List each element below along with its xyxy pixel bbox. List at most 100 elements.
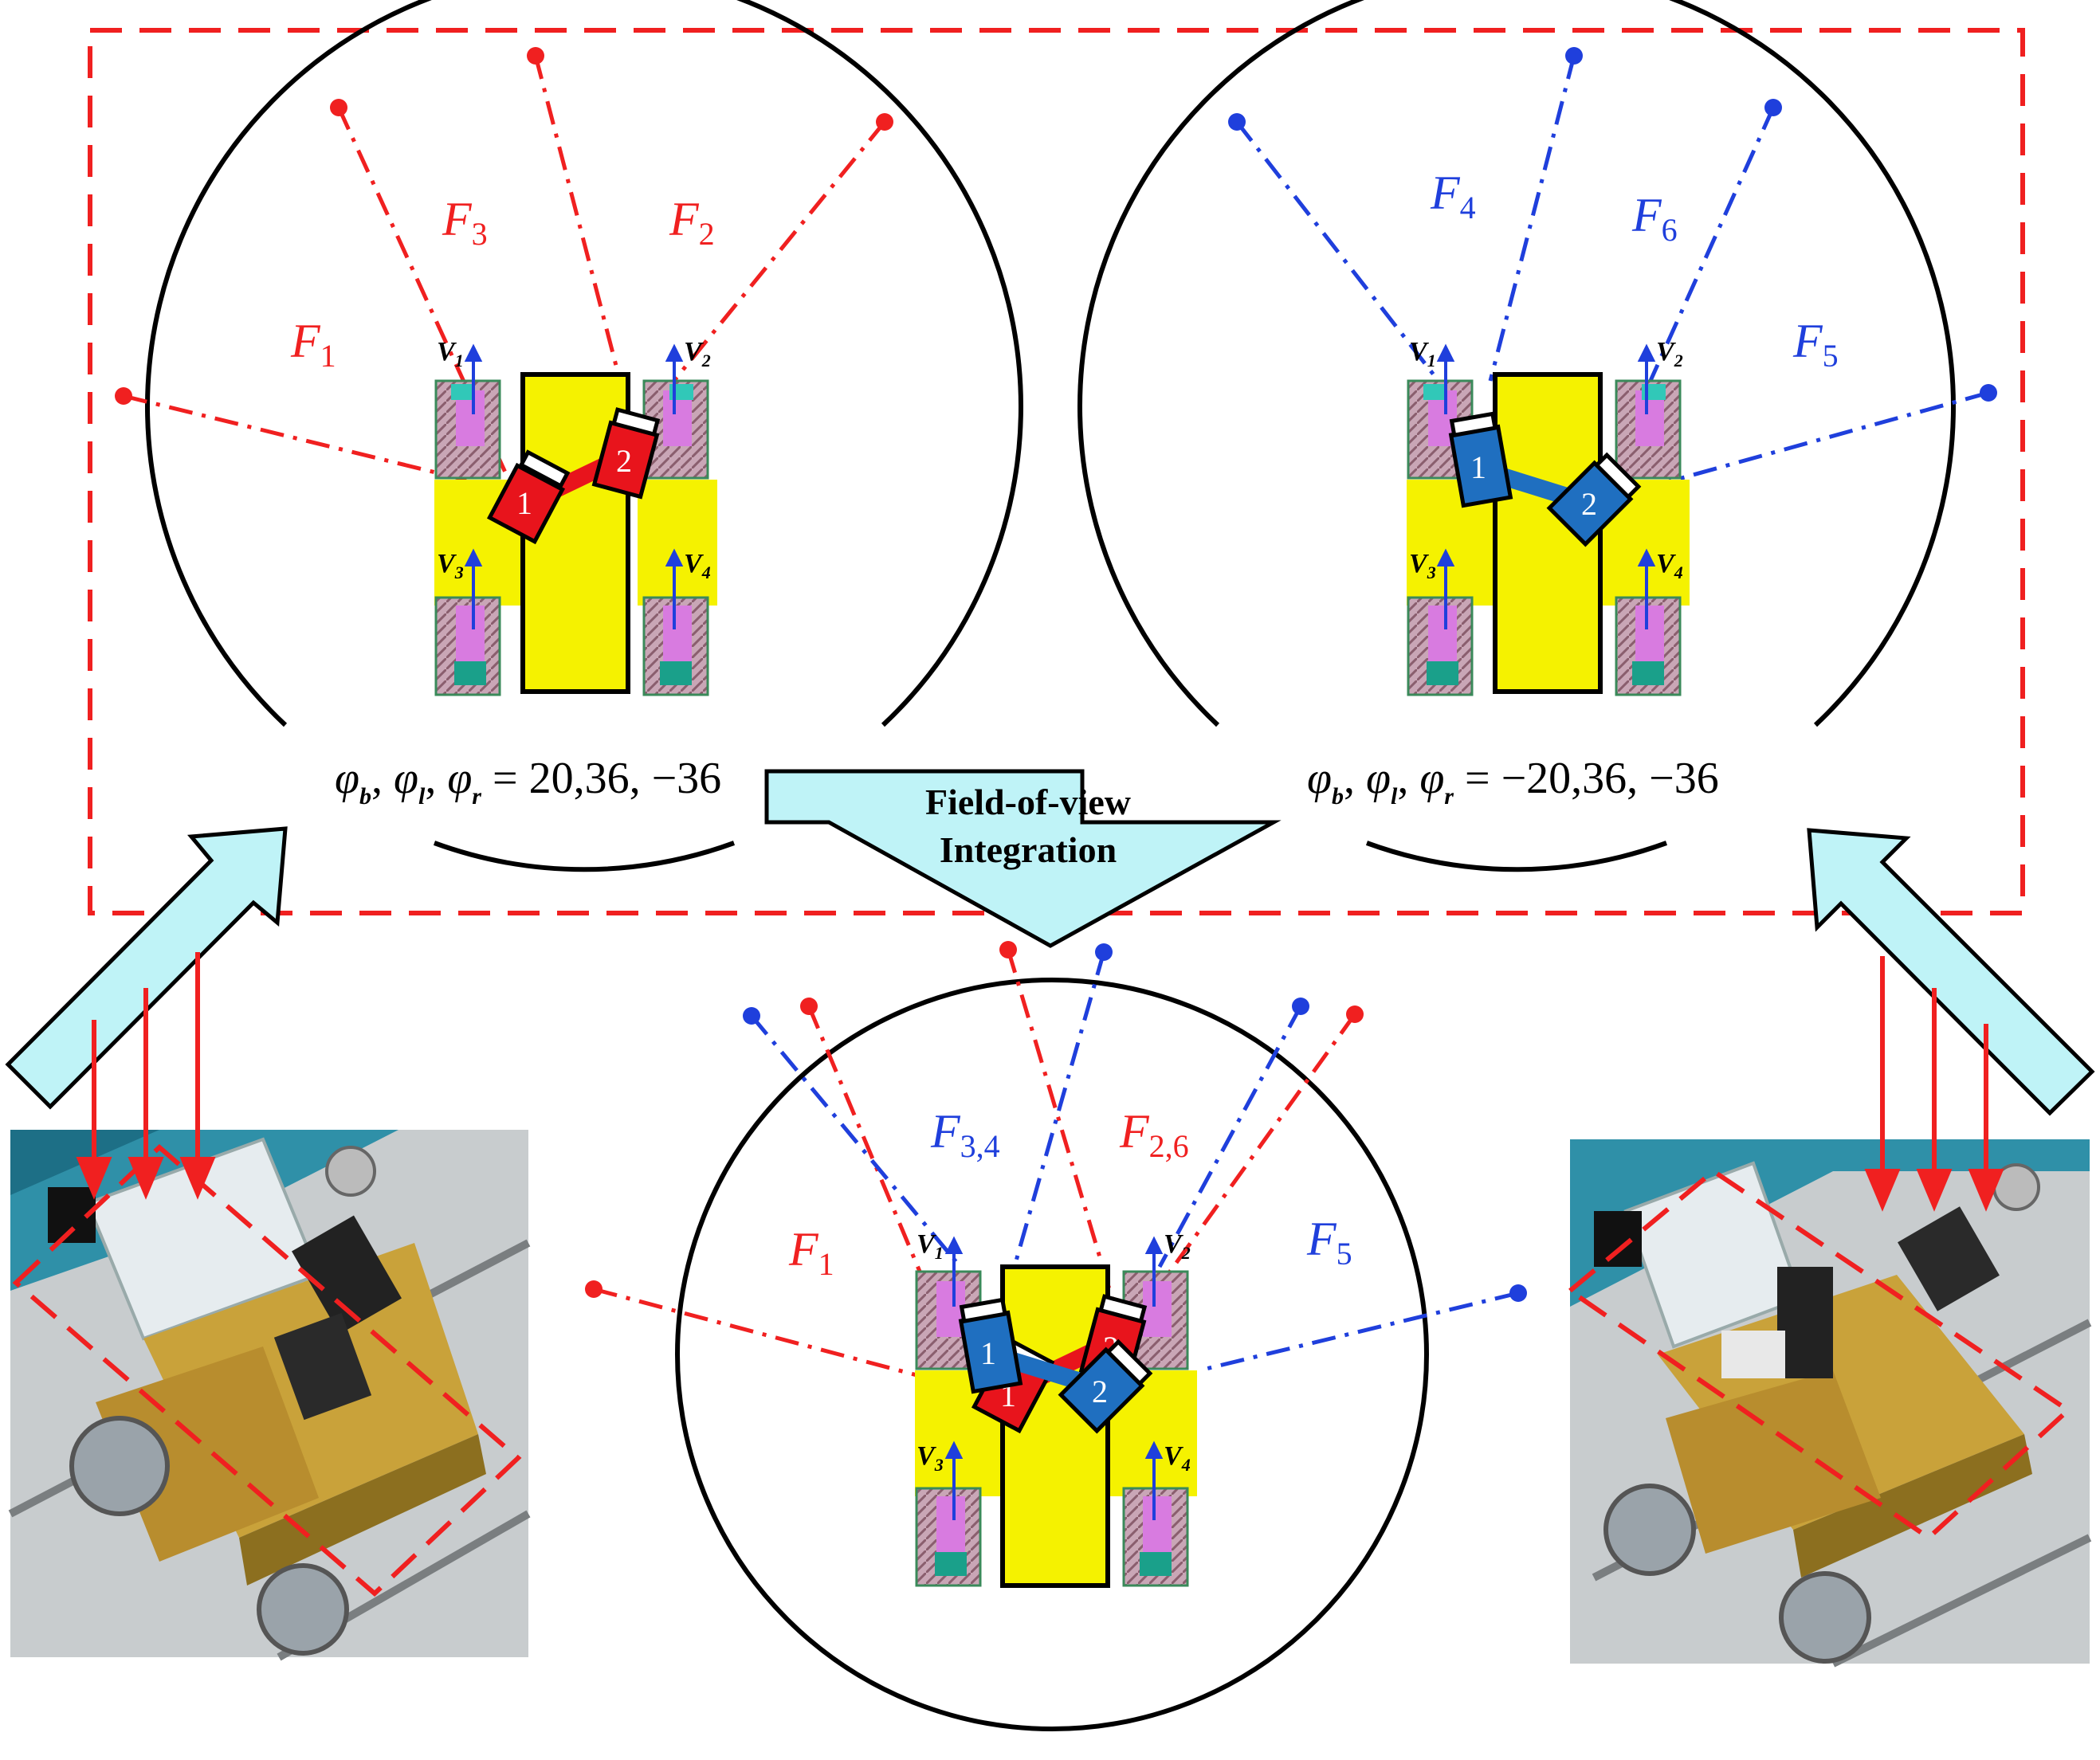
fov-label-f6: F6 (1631, 189, 1678, 248)
fov-line-f5 (1666, 390, 1989, 484)
equation-right: φb, φl, φr = −20,36, −36 (1307, 754, 1719, 809)
fov-circle-bottom (675, 978, 1429, 1731)
wheel-label-v2: V2 (1656, 337, 1683, 370)
motor-rear-right (1143, 1496, 1172, 1552)
fov-endpoint (1095, 943, 1113, 961)
fov-line-f4-left (1235, 120, 1443, 386)
fov-line-f5 (1199, 1291, 1519, 1373)
wheel-label-v2: V2 (684, 337, 711, 370)
camera-2-label: 2 (1581, 486, 1597, 522)
fov-line-f4-right (1488, 55, 1576, 382)
bottom-panel: F1 F3,4 F2,6 F5 V1 V2 V3 V4 (585, 941, 1527, 1731)
camera-1-label: 1 (516, 485, 532, 521)
hub-rear-left (935, 1552, 967, 1576)
fov-label-f34: F3,4 (930, 1105, 1000, 1164)
fov-label-f1: F1 (788, 1223, 834, 1282)
wheel-label-v4: V4 (1656, 549, 1683, 582)
fov-line-f1 (593, 1287, 924, 1379)
camera-2-blue (1058, 1339, 1153, 1434)
fov-endpoint (999, 941, 1017, 958)
fov-label-f4: F4 (1430, 167, 1476, 225)
fov-endpoint (1509, 1284, 1527, 1302)
fov-endpoint (1764, 99, 1782, 116)
camera-1-blue (958, 1297, 1023, 1394)
fov-circle-right (1077, 0, 1956, 727)
fov-label-f1: F1 (290, 315, 336, 374)
hub-rear-right (660, 661, 692, 685)
camera-blue-1-label: 1 (980, 1335, 996, 1371)
camera-1-label: 1 (1470, 449, 1486, 485)
camera-2-label: 2 (616, 443, 632, 479)
fov-endpoint (585, 1280, 603, 1298)
camera-2-blue (1546, 452, 1642, 547)
hub-front-left (1423, 384, 1447, 400)
photo-arrows-left (76, 952, 216, 1200)
wheel-label-v2: V2 (1164, 1229, 1191, 1263)
fov-endpoint (527, 47, 544, 65)
fov-endpoint (1228, 113, 1246, 131)
upload-arrow-right (1807, 828, 2095, 1116)
fov-circle-left (145, 0, 1023, 727)
top-right-panel: F4 F6 F5 V1 V2 V3 V4 (1077, 0, 1997, 872)
wheel-label-v3: V3 (1409, 549, 1436, 582)
robot-top-view (434, 372, 717, 696)
fov-label-f2: F2 (669, 193, 715, 252)
fov-label-f3: F3 (442, 193, 488, 252)
fov-endpoint (876, 113, 893, 131)
wheel-label-v4: V4 (684, 549, 711, 582)
motor-rear-right (663, 606, 692, 661)
robot-top-view (915, 1264, 1197, 1588)
fov-label-f5: F5 (1792, 315, 1839, 374)
fov-line-f2 (650, 120, 886, 410)
integration-arrow-shape (764, 769, 1282, 948)
wheel-label-v4: V4 (1164, 1441, 1191, 1475)
top-left-panel: F1 F3 F2 V1 V2 (115, 0, 1023, 872)
fov-endpoint (330, 99, 347, 116)
fov-circle-left-bottom (433, 841, 736, 872)
fov-endpoint (1565, 47, 1583, 65)
motor-front-right (1143, 1281, 1172, 1337)
hub-rear-left (454, 661, 486, 685)
robot-top-view (1407, 372, 1690, 696)
motor-rear-left (456, 606, 485, 661)
hub-rear-right (1140, 1552, 1172, 1576)
fov-endpoint (743, 1007, 760, 1025)
fov-label-f26: F2,6 (1119, 1105, 1189, 1164)
robot-photo-right (1566, 1139, 2092, 1668)
fov-endpoint (115, 387, 132, 405)
integration-label-line1: Field-of-view (925, 782, 1131, 822)
equation-left: φb, φl, φr = 20,36, −36 (335, 754, 721, 809)
motor-rear-left (1428, 606, 1457, 661)
hub-rear-right (1632, 661, 1664, 685)
robot-side-plate-right (638, 480, 717, 606)
fov-endpoint (1292, 998, 1309, 1015)
wheel-label-v3: V3 (437, 549, 464, 582)
upload-arrow-left (5, 826, 288, 1110)
fov-endpoint (1980, 384, 1997, 402)
motor-rear-right (1635, 606, 1664, 661)
integration-arrow: Field-of-view Integration (764, 769, 1282, 948)
fov-label-f5: F5 (1306, 1213, 1352, 1272)
integration-label-line2: Integration (940, 829, 1117, 870)
motor-rear-left (936, 1496, 965, 1552)
camera-1-red (486, 449, 571, 545)
wheel-label-v1: V1 (917, 1229, 944, 1263)
fov-line-f3-right (533, 55, 628, 403)
photo-arrows-right (1864, 956, 2004, 1212)
fov-line-f1 (123, 394, 489, 488)
hub-rear-left (1427, 661, 1458, 685)
fov-line-f6 (1647, 106, 1776, 384)
hub-front-left (451, 384, 475, 400)
wheel-label-v1: V1 (437, 337, 464, 370)
fov-endpoint (800, 998, 818, 1015)
camera-blue-2-label: 2 (1092, 1374, 1108, 1409)
camera-1-blue (1448, 411, 1513, 508)
fov-circle-right-bottom (1365, 841, 1668, 872)
wheel-label-v3: V3 (917, 1441, 944, 1475)
robot-photo-left (8, 1130, 531, 1661)
camera-2-red (591, 407, 661, 500)
wheel-label-v1: V1 (1409, 337, 1436, 370)
fov-endpoint (1346, 1005, 1364, 1023)
